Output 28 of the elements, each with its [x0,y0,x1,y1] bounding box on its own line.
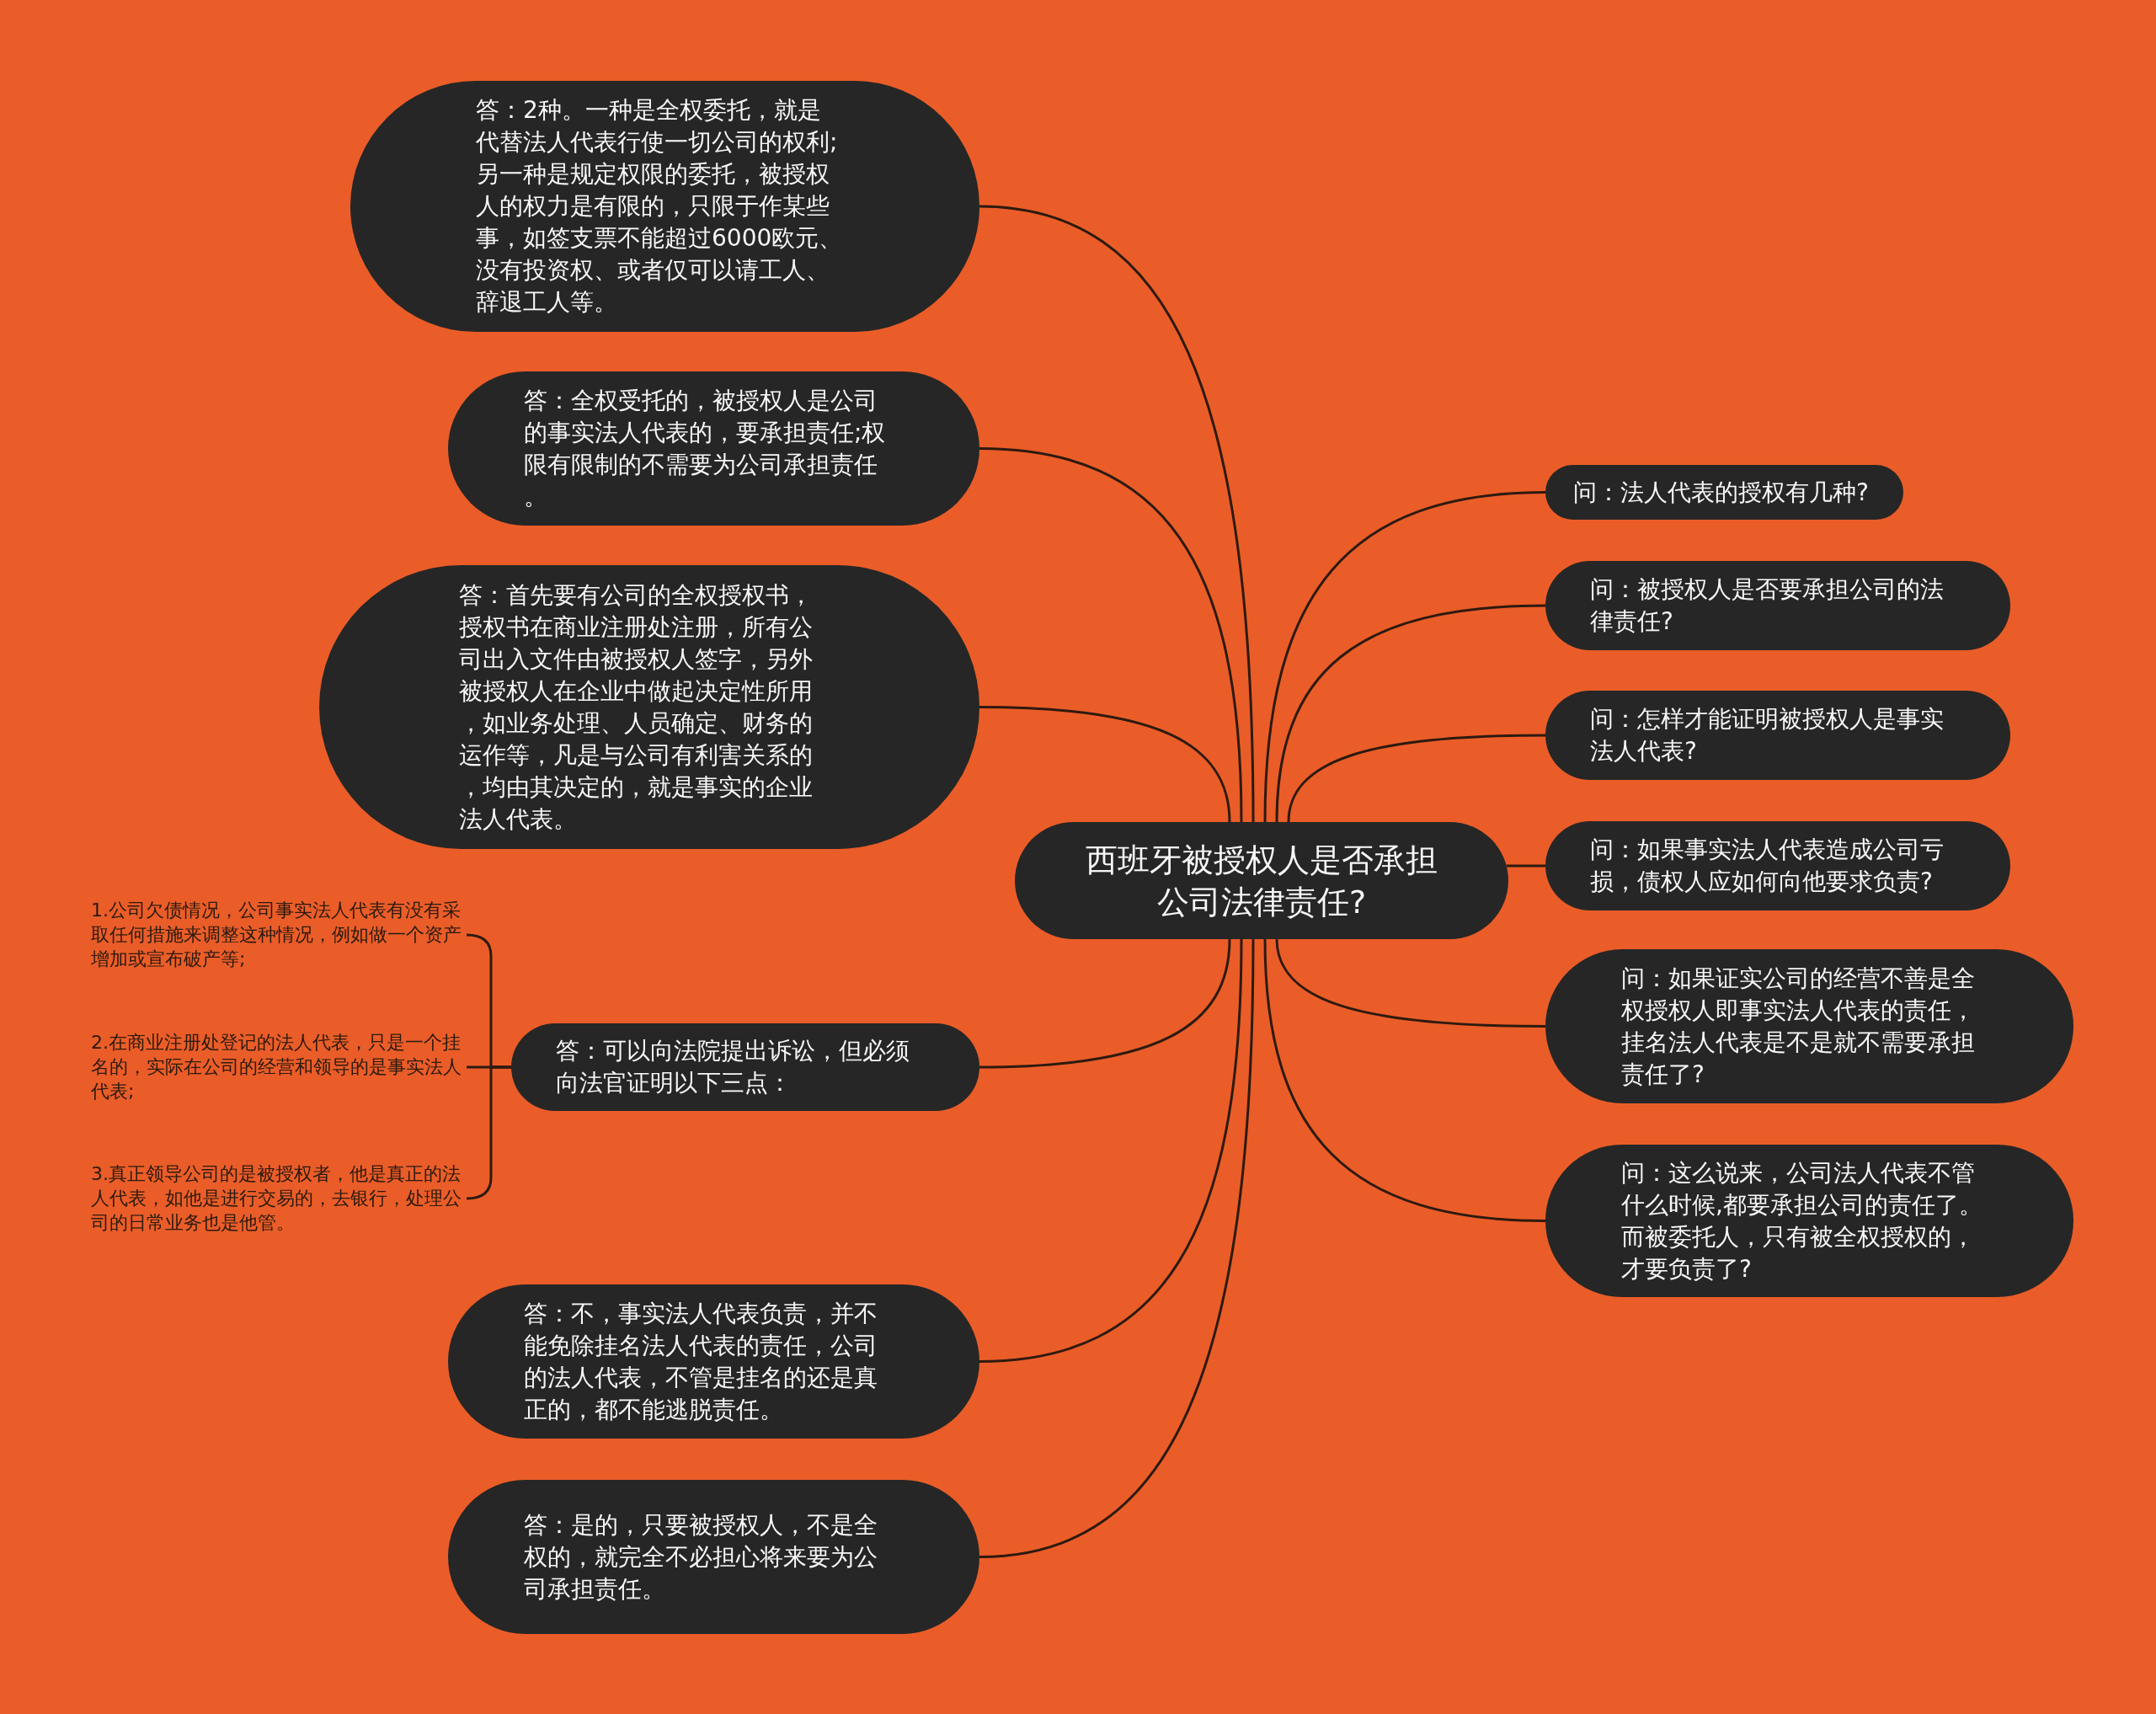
answer-text: 答：2种。一种是全权委托，就是代替法人代表行使一切公司的权利;另一种是规定权限的委托，被授权人的权力是有限的，只限于作某些事，如签支票不能超过6000欧元、没有投资权、或者仅可以请工人、辞退工人等。 [476,95,843,318]
answer-text: 答：不，事实法人代表负责，并不能免除挂名法人代表的责任，公司的法人代表，不管是挂名的还是真正的，都不能逃脱责任。 [524,1298,878,1425]
topic-text: 西班牙被授权人是否承担公司法律责任? [1085,840,1438,922]
question-text: 问：怎样才能证明被授权人是事实法人代表? [1590,704,1945,766]
answer-text: 答：可以向法院提出诉讼，但必须向法官证明以下三点： [556,1036,910,1098]
connector-line [979,205,1255,823]
connector-line [1263,938,1546,1222]
answer-text: 答：全权受托的，被授权人是公司的事实法人代表的，要承担责任;权限有限制的不需要为公司承担责任。 [524,385,887,512]
question-text: 问：如果事实法人代表造成公司亏损，债权人应如何向他要求负责? [1590,835,1945,897]
connector-line [1275,604,1546,823]
question-text: 问：法人代表的授权有几种? [1573,477,1870,508]
note-text: 2.在商业注册处登记的法人代表，只是一个挂名的，实际在公司的经营和领导的是事实法人代表; [91,1031,462,1103]
question-text: 问：如果证实公司的经营不善是全权授权人即事实法人代表的责任，挂名法人代表是不是就不需要承担责任了? [1621,963,1976,1090]
connector-line [1506,864,1545,868]
connector-line [979,706,1231,823]
connector-line [979,938,1255,1558]
answer-text: 答：是的，只要被授权人，不是全权的，就完全不必担心将来要为公司承担责任。 [524,1509,878,1605]
connector-line [1275,938,1545,1028]
connector-line [979,447,1243,823]
question-text: 问：这么说来，公司法人代表不管什么时候,都要承担公司的责任了。而被委托人，只有被全权授权的，才要负责了? [1621,1157,1983,1284]
connector-line [1287,734,1546,823]
answer-text: 答：首先要有公司的全权授权书，授权书在商业注册处注册，所有公司出入文件由被授权人签字，另外被授权人在企业中做起决定性所用，如业务处理、人员确定、财务的运作等，凡是与公司有利害关系的，均由其决定的，就是事实的企业法人代表。 [459,579,814,835]
note-text: 1.公司欠债情况，公司事实法人代表有没有采取任何措施来调整这种情况，例如做一个资产增加或宣布破产等; [91,899,462,971]
connector-line [979,938,1231,1069]
note-text: 3.真正领导公司的是被授权者，他是真正的法人代表，如他是进行交易的，去银行，处理公司的日常业务也是他管。 [91,1162,462,1235]
connector-line [979,938,1243,1363]
question-text: 问：被授权人是否要承担公司的法律责任? [1590,574,1945,637]
connector-line [1263,491,1546,823]
